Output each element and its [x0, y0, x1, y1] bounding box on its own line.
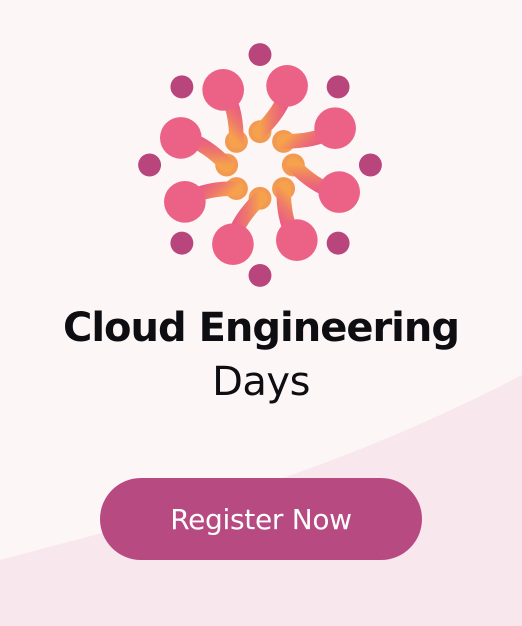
logo-arm: [272, 177, 318, 261]
logo-blob: [275, 219, 318, 261]
logo-arm: [164, 177, 248, 223]
logo-blob: [266, 65, 308, 107]
logo-dot: [326, 231, 350, 255]
logo-dot: [170, 231, 194, 255]
register-now-button[interactable]: Register Now: [100, 478, 422, 560]
logo-arm: [281, 153, 360, 213]
logo-arm: [272, 107, 356, 153]
logo-dot: [248, 263, 272, 287]
logo-blob: [202, 69, 245, 111]
logo-dot: [170, 75, 194, 99]
event-subtitle: Days: [212, 359, 310, 405]
logo-dot: [358, 153, 382, 177]
logo-blob: [212, 223, 254, 265]
radial-molecule-logo-icon: [100, 40, 420, 290]
logo-blob: [318, 171, 360, 213]
logo-blob: [164, 180, 206, 223]
event-title: Cloud Engineering: [62, 305, 460, 351]
logo-arm: [202, 69, 248, 153]
logo-dot: [326, 75, 350, 99]
logo-arm: [248, 65, 308, 144]
logo-blob: [314, 107, 356, 150]
logo-dot: [138, 153, 162, 177]
logo-arm: [159, 117, 239, 177]
logo-dot: [248, 43, 272, 67]
logo-arm: [212, 186, 272, 265]
logo-blob: [159, 117, 202, 159]
